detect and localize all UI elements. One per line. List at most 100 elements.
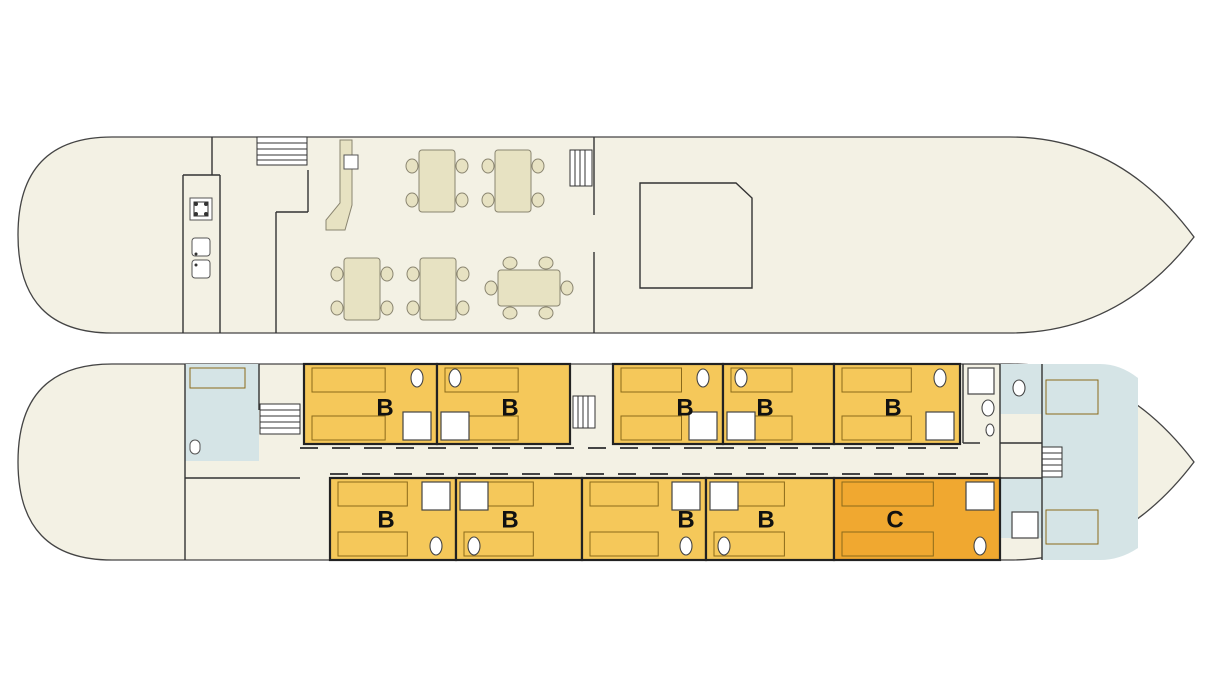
table-top xyxy=(343,257,381,321)
cabin-top-5[interactable]: B xyxy=(832,362,962,446)
bed-icon xyxy=(841,415,912,441)
chair-icon xyxy=(502,256,518,270)
cabin-top-2[interactable]: B xyxy=(435,362,572,446)
table-top xyxy=(494,149,532,213)
dining-table xyxy=(330,257,394,321)
toilet-icon xyxy=(429,536,443,556)
cabin-category-label: B xyxy=(501,395,518,422)
chair-icon xyxy=(484,280,498,296)
chair-icon xyxy=(380,300,394,316)
chair-icon xyxy=(405,192,419,208)
bed-icon xyxy=(620,367,682,393)
lower-stairs-aft xyxy=(259,403,301,435)
bed-icon xyxy=(620,415,682,441)
shower-icon xyxy=(402,411,432,441)
bow-wet-area xyxy=(1042,364,1138,560)
cabin-bottom-4[interactable]: B xyxy=(704,476,836,562)
shower-icon xyxy=(688,411,718,441)
bed-icon xyxy=(463,531,534,557)
chair-icon xyxy=(456,300,470,316)
bed-icon xyxy=(337,531,408,557)
upper-stairs-mid xyxy=(569,149,593,187)
shower-icon xyxy=(671,481,701,511)
shower-icon xyxy=(421,481,451,511)
bed-icon xyxy=(713,531,785,557)
shower-icon xyxy=(965,481,995,511)
cabin-category-label: B xyxy=(884,395,901,422)
cabin-category-label: B xyxy=(676,395,693,422)
bed-icon xyxy=(841,481,934,507)
chair-icon xyxy=(330,300,344,316)
chair-icon xyxy=(405,158,419,174)
cabin-category-label: C xyxy=(886,507,903,534)
cabin-category-label: B xyxy=(376,395,393,422)
bed-icon xyxy=(444,367,519,393)
shower-icon xyxy=(925,411,955,441)
dining-table xyxy=(406,257,470,321)
bed-icon xyxy=(337,481,408,507)
bed-icon xyxy=(730,367,793,393)
bed-icon xyxy=(311,415,386,441)
bed-icon xyxy=(841,531,934,557)
cabin-category-label: B xyxy=(677,507,694,534)
upper-deck xyxy=(17,136,1195,334)
chair-icon xyxy=(560,280,574,296)
upper-stairs-aft xyxy=(256,136,308,166)
chair-icon xyxy=(531,158,545,174)
table-top xyxy=(419,257,457,321)
chair-icon xyxy=(330,266,344,282)
cabin-bottom-1[interactable]: B xyxy=(328,476,458,562)
cabin-top-1[interactable]: B xyxy=(302,362,439,446)
chair-icon xyxy=(481,192,495,208)
cabin-top-3[interactable]: B xyxy=(611,362,725,446)
chair-icon xyxy=(538,306,554,320)
cabin-bottom-2[interactable]: B xyxy=(454,476,584,562)
galley-stove-icon xyxy=(189,197,213,221)
chair-icon xyxy=(406,300,420,316)
toilet-icon xyxy=(734,368,748,388)
chair-icon xyxy=(531,192,545,208)
shower-icon xyxy=(709,481,739,511)
dining-table xyxy=(484,256,574,320)
chair-icon xyxy=(538,256,554,270)
bed-icon xyxy=(841,367,912,393)
lower-stairs-mid xyxy=(572,395,596,429)
chair-icon xyxy=(455,158,469,174)
chair-icon xyxy=(406,266,420,282)
toilet-icon xyxy=(448,368,462,388)
cabin-top-4[interactable]: B xyxy=(721,362,836,446)
chair-icon xyxy=(502,306,518,320)
shower-icon xyxy=(726,411,756,441)
dining-table xyxy=(481,149,545,213)
dining-table xyxy=(405,149,469,213)
bed-icon xyxy=(311,367,386,393)
cabin-bottom-5[interactable]: C xyxy=(832,476,1002,562)
toilet-icon xyxy=(973,536,987,556)
toilet-icon xyxy=(410,368,424,388)
lower-stairs-bow xyxy=(1041,446,1063,478)
dining-tables xyxy=(330,149,574,321)
chair-icon xyxy=(481,158,495,174)
shower-icon xyxy=(459,481,489,511)
cabin-category-label: B xyxy=(501,507,518,534)
bed-icon xyxy=(589,481,659,507)
chair-icon xyxy=(456,266,470,282)
cabin-bottom-3[interactable]: B xyxy=(580,476,708,562)
chair-icon xyxy=(380,266,394,282)
table-top xyxy=(497,269,561,307)
galley-sink-icon xyxy=(191,237,211,279)
upper-deck-hull xyxy=(17,136,1195,334)
table-top xyxy=(418,149,456,213)
skylight xyxy=(639,182,753,289)
chair-icon xyxy=(455,192,469,208)
toilet-icon xyxy=(467,536,481,556)
toilet-icon xyxy=(696,368,710,388)
cabin-category-label: B xyxy=(756,395,773,422)
cabin-category-label: B xyxy=(377,507,394,534)
toilet-icon xyxy=(679,536,693,556)
toilet-icon xyxy=(933,368,947,388)
bed-icon xyxy=(589,531,659,557)
